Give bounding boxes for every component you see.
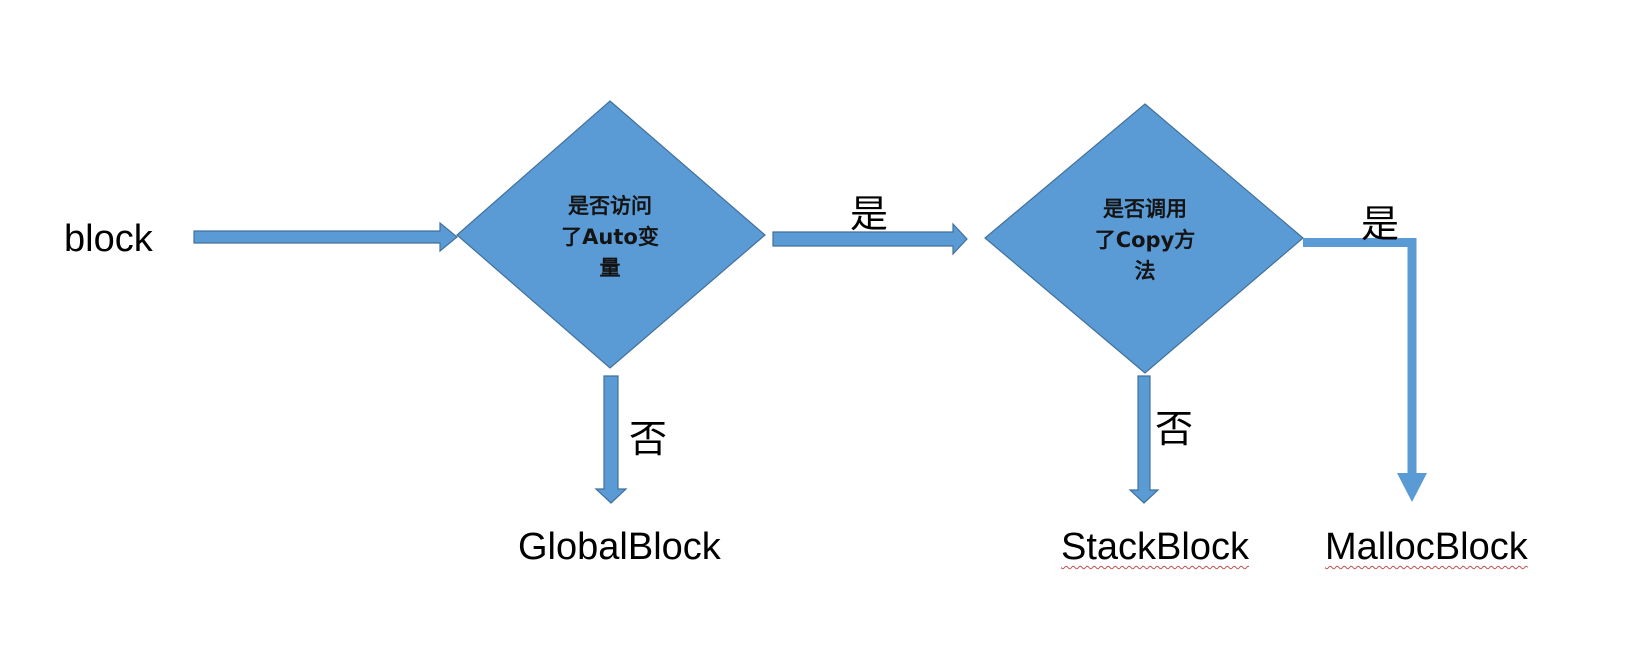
decision1-text: 是否访问 了Auto变 量 [535,191,685,284]
decision1-line-1: 是否访问 [568,194,652,218]
decision2-line-1: 是否调用 [1103,197,1187,221]
edge-label-no-decision2: 否 [1155,407,1194,451]
decision1-diamond [456,100,766,369]
arrow-decision1-to-decision2 [772,222,968,256]
decision2-diamond [984,103,1304,374]
decision2-line-3: 法 [1134,259,1156,283]
arrow-decision1-to-globalblock [594,375,628,504]
decision2-line-2: 了Copy方 [1094,228,1196,252]
start-label-block: block [64,218,153,260]
edge-label-yes-decision2: 是 [1361,202,1400,246]
decision1-line-2: 了Auto变 [561,225,659,249]
terminal-stackblock: StackBlock [1061,526,1249,568]
decision1-line-3: 量 [599,256,621,280]
arrow-block-to-decision1 [193,221,458,253]
terminal-globalblock: GlobalBlock [518,526,721,568]
arrow-decision2-to-stackblock [1128,375,1160,504]
arrowhead-mallocblock [1397,473,1427,502]
decision2-text: 是否调用 了Copy方 法 [1070,194,1220,287]
terminal-mallocblock: MallocBlock [1325,526,1528,568]
elbow-connector-decision2-to-mallocblock [1303,238,1417,475]
edge-label-no-decision1: 否 [629,417,668,461]
edge-label-yes-decision1: 是 [850,192,889,236]
